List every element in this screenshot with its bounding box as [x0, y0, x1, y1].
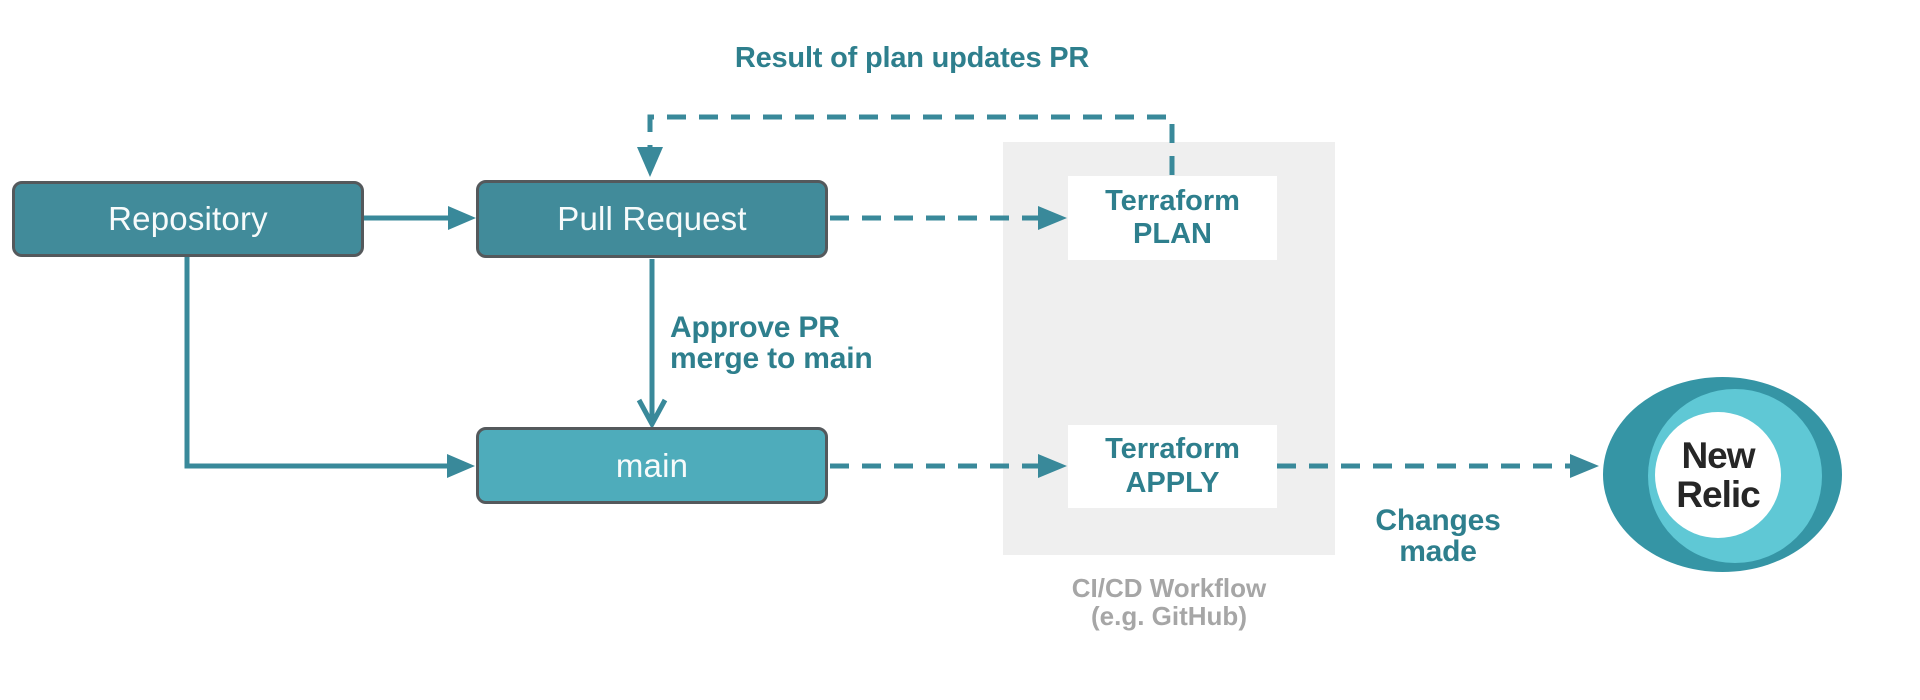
changes-made-label: Changes made — [1375, 504, 1501, 568]
result-of-plan-label: Result of plan updates PR — [734, 42, 1090, 74]
repository-node: Repository — [12, 181, 364, 257]
plan-to-pr-feedback-arrow — [637, 114, 1175, 177]
repo-to-pr-arrow — [364, 206, 476, 230]
main-branch-node: main — [476, 427, 828, 504]
pr-to-plan-arrow — [830, 206, 1067, 230]
terraform-plan-step: Terraform PLAN — [1068, 176, 1277, 260]
main-to-apply-arrow — [830, 454, 1067, 478]
terraform-apply-step: Terraform APPLY — [1068, 425, 1277, 508]
repository-node-label: Repository — [108, 200, 268, 237]
cicd-workflow-label: CI/CD Workflow (e.g. GitHub) — [1071, 573, 1267, 631]
pull-request-node: Pull Request — [476, 180, 828, 258]
pr-to-main-arrow — [636, 259, 668, 430]
terraform-plan-label: Terraform PLAN — [1105, 184, 1240, 250]
terraform-apply-label: Terraform APPLY — [1105, 433, 1240, 499]
apply-to-newrelic-arrow — [1277, 454, 1599, 478]
pull-request-node-label: Pull Request — [557, 200, 747, 237]
main-branch-node-label: main — [615, 446, 689, 484]
repo-to-main-arrow — [184, 257, 475, 478]
new-relic-logo: New Relic — [1603, 377, 1842, 572]
new-relic-logo-core: New Relic — [1655, 412, 1781, 538]
new-relic-logo-wordmark: New Relic — [1676, 434, 1760, 515]
approve-pr-label: Approve PR merge to main — [670, 311, 873, 375]
